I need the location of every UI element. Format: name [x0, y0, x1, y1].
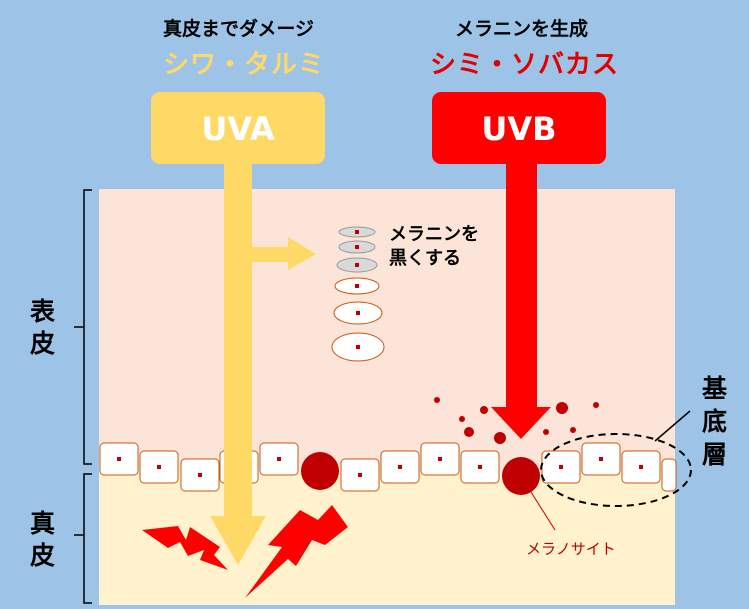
- cell-nucleus: [358, 473, 362, 477]
- cell-nucleus: [157, 465, 161, 469]
- basal-cell: [662, 459, 676, 491]
- cell-nucleus: [117, 457, 121, 461]
- basal-layer-label: 基底層: [702, 372, 728, 471]
- dermis-label: 真皮: [30, 508, 56, 572]
- uvb-label: UVB: [432, 110, 606, 148]
- cell-nucleus: [599, 457, 603, 461]
- epidermis-bracket: [74, 190, 92, 464]
- cell-nucleus: [478, 465, 482, 469]
- melanocyte: [502, 457, 540, 495]
- uva-caption-1: 真皮までダメージ: [163, 14, 314, 41]
- cell-nucleus: [398, 465, 402, 469]
- melanocyte-label: メラノサイト: [526, 538, 616, 559]
- uva-caption-2: シワ・タルミ: [163, 44, 325, 81]
- melanin-note-line2: 黒くする: [389, 244, 461, 270]
- melanin-note-line1: メラニンを: [389, 220, 479, 246]
- cell-nucleus: [198, 473, 202, 477]
- cell-nucleus: [559, 465, 563, 469]
- melanocyte: [301, 452, 339, 490]
- cell-nucleus: [277, 457, 281, 461]
- uvb-caption-1: メラニンを生成: [455, 14, 588, 41]
- dermis-bracket: [74, 474, 92, 603]
- epidermis-label: 表皮: [30, 296, 56, 360]
- cell-nucleus: [639, 465, 643, 469]
- cell-nucleus: [438, 457, 442, 461]
- uvb-caption-2: シミ・ソバカス: [430, 44, 619, 81]
- uva-label: UVA: [151, 110, 325, 148]
- epidermis-layer: [99, 189, 675, 473]
